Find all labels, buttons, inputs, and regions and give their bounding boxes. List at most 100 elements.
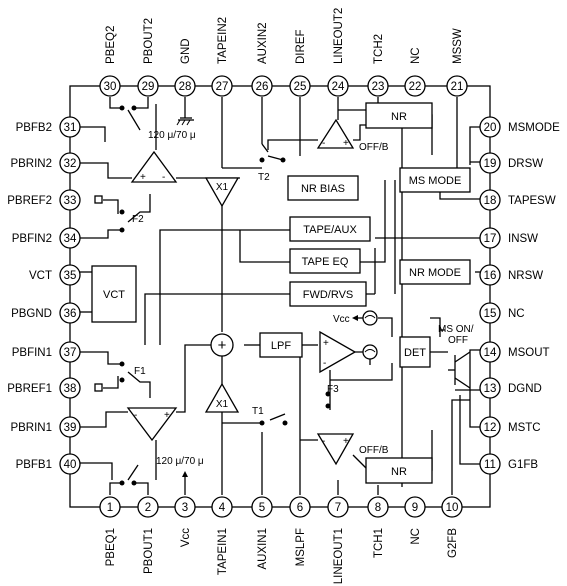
vct-label: VCT — [103, 289, 125, 301]
pin-name: TAPEIN1 — [217, 528, 229, 575]
det-label: DET — [404, 347, 426, 359]
pin-14: 14 MSOUT — [479, 341, 550, 363]
pin-number: 12 — [484, 422, 497, 434]
switch-contacts — [94, 105, 331, 486]
vct-block: VCT — [91, 265, 137, 323]
pin-number: 21 — [451, 81, 464, 93]
svg-text:+: + — [343, 436, 349, 447]
amp-pb1: - + — [126, 407, 178, 442]
svg-text:-: - — [322, 138, 325, 149]
pin-number: 13 — [484, 383, 497, 395]
nr-block-bottom: NR — [365, 457, 433, 484]
current-source-ms — [362, 344, 378, 360]
pin-number: 20 — [484, 122, 497, 134]
pin-name: PBEQ1 — [105, 528, 117, 566]
tape-eq-label: TAPE EQ — [302, 256, 349, 268]
pin-36: 36 PBGND — [11, 302, 81, 324]
ms-comparator: + - — [319, 330, 357, 374]
pin-number: 22 — [409, 81, 422, 93]
internal-wiring — [80, 97, 490, 495]
pin-name: NC — [410, 47, 422, 64]
nr-block-top: NR — [365, 102, 433, 129]
pin-number: 1 — [107, 502, 113, 514]
pin-number: 18 — [484, 195, 497, 207]
pin-name: PBOUT1 — [143, 528, 155, 574]
det-block: DET — [399, 336, 431, 368]
time-constant-bottom-label: 120 μ/70 μ — [156, 456, 204, 467]
buffer-x1-bottom: X1 — [204, 382, 240, 413]
lineout1-amp: - + — [316, 433, 355, 466]
pin-name: MSLPF — [295, 528, 307, 566]
pin-name: PBREF2 — [7, 195, 52, 207]
pin-name: AUXIN1 — [257, 528, 269, 570]
pin-number: 40 — [64, 459, 77, 471]
svg-text:+: + — [164, 410, 170, 421]
pin-name: TCH2 — [373, 34, 385, 64]
summing-plus-label: + — [218, 337, 227, 354]
pin-name: PBOUT2 — [143, 18, 155, 64]
pin-name: DRSW — [508, 158, 543, 170]
pin-name: MSSW — [452, 28, 464, 64]
nr-top-label: NR — [391, 111, 407, 123]
pin-number: 9 — [412, 502, 418, 514]
pin-name: PBREF1 — [7, 383, 52, 395]
pin-name: DIREF — [295, 30, 307, 65]
svg-text:+: + — [140, 172, 146, 183]
pin-9: 9NC — [404, 496, 426, 545]
pin-number: 10 — [446, 502, 459, 514]
pin-40: 40 PBFB1 — [16, 453, 81, 475]
pin-name: PBFB1 — [16, 459, 52, 471]
pin-name: VCT — [29, 270, 52, 282]
pin-name: TAPEIN2 — [217, 17, 229, 64]
pin-name: PBRIN2 — [10, 158, 52, 170]
pin-number: 32 — [64, 158, 77, 170]
lpf-block: LPF — [259, 332, 303, 358]
ms-mode-label: MS MODE — [409, 175, 462, 187]
amp-pb2: + - — [130, 150, 178, 183]
lpf-label: LPF — [271, 340, 291, 352]
ms-on-off-label-2: OFF — [448, 335, 468, 346]
pin-number: 39 — [64, 422, 77, 434]
tape-aux-label: TAPE/AUX — [303, 224, 357, 236]
pin-name: PBRIN1 — [10, 422, 52, 434]
pin-number: 29 — [142, 81, 155, 93]
t2-label: T2 — [258, 172, 270, 183]
pin-number: 34 — [64, 233, 77, 245]
x1-bottom-label: X1 — [216, 399, 229, 410]
nr-mode-block: NR MODE — [399, 259, 471, 285]
internal-vcc-label: Vcc — [333, 314, 350, 325]
pin-name: NRSW — [508, 270, 543, 282]
pins: 30PBEQ229PBOUT228GND27TAPEIN226AUXIN225D… — [7, 8, 560, 585]
pin-number: 14 — [484, 347, 497, 359]
pin-number: 36 — [64, 308, 77, 320]
pin-number: 30 — [104, 81, 117, 93]
pin-name: PBGND — [11, 308, 52, 320]
svg-text:+: + — [343, 138, 349, 149]
pin-number: 3 — [182, 502, 188, 514]
pin-name: MSOUT — [508, 347, 550, 359]
nr-bottom-label: NR — [391, 466, 407, 478]
svg-text:-: - — [162, 172, 165, 183]
t1-label: T1 — [252, 406, 264, 417]
pin-name: MSMODE — [508, 122, 560, 134]
pin-number: 2 — [145, 502, 151, 514]
